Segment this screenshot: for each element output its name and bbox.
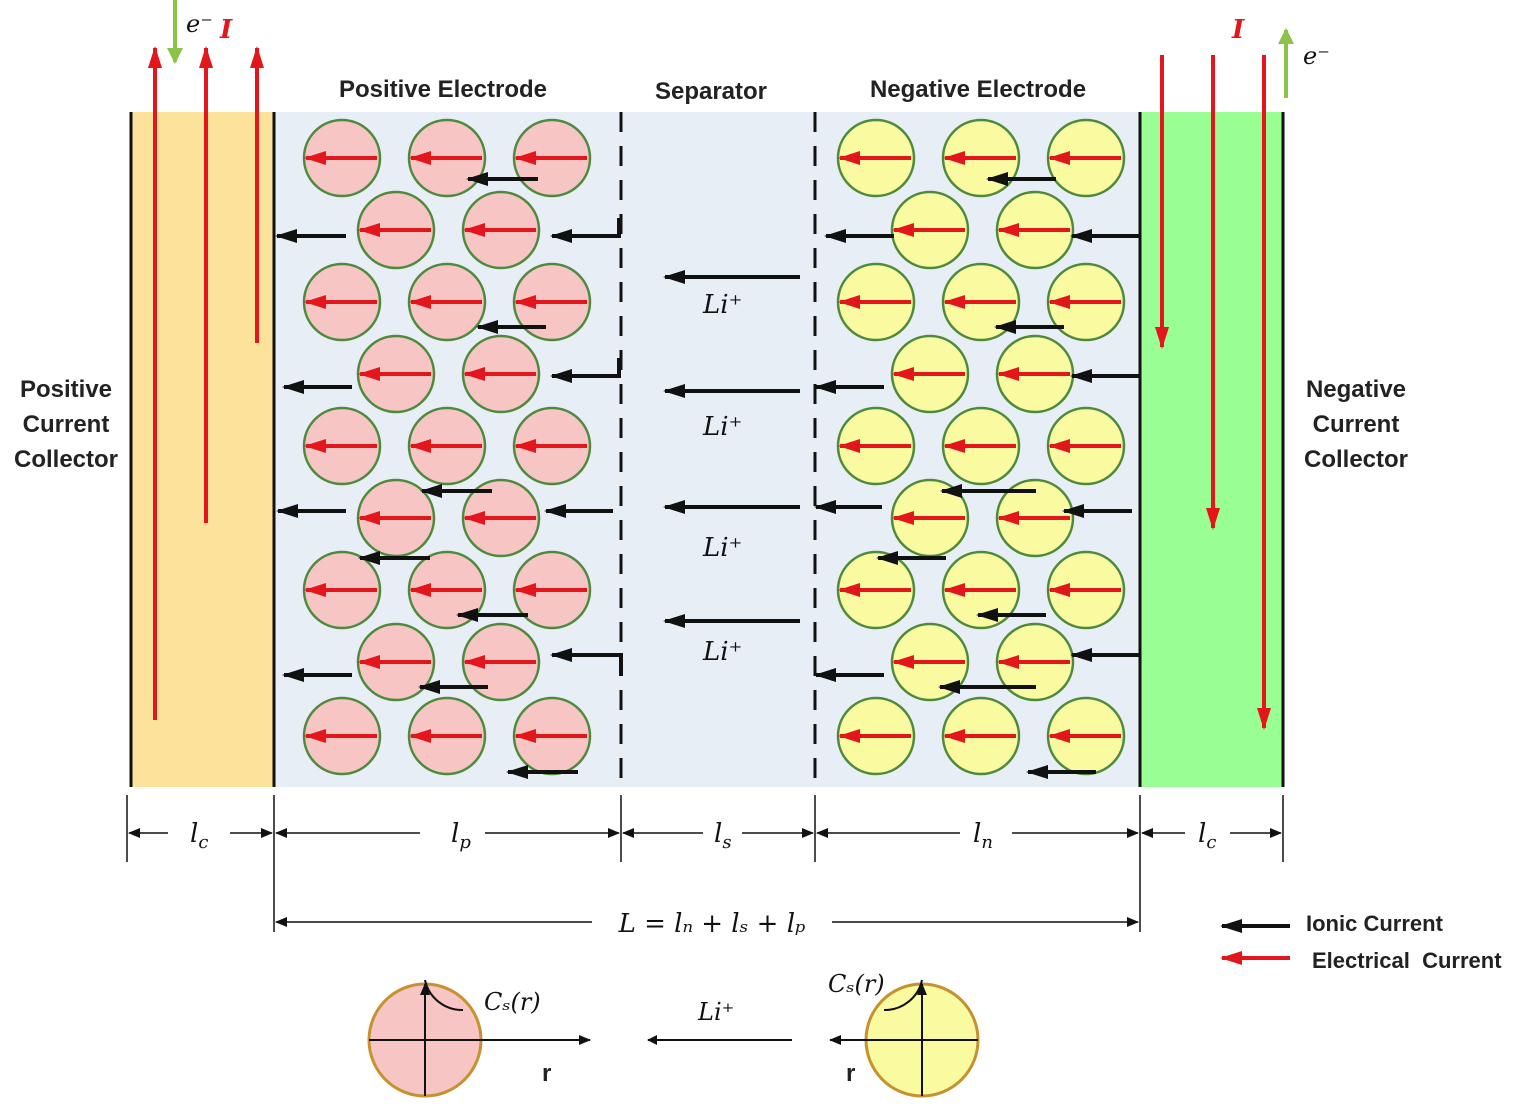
concentration-label: Cₛ(r) <box>484 988 541 1016</box>
lc-right-label: lc <box>1198 819 1216 853</box>
ionic-current-arrow <box>550 358 621 383</box>
lp-label: lp <box>451 819 471 853</box>
negative-collector-label-line1: Negative <box>1306 376 1406 403</box>
positive-electrode-title: Positive Electrode <box>339 76 547 103</box>
positive-collector-label-line3: Collector <box>14 446 118 473</box>
legend: Ionic Current Electrical Current <box>1220 911 1502 973</box>
current-label: I <box>219 15 233 45</box>
dimension-lines <box>126 795 1284 932</box>
negative-collector-label-line2: Current <box>1313 411 1400 438</box>
positive-collector-label-line2: Current <box>23 411 110 438</box>
lc-left-label: lc <box>190 819 208 853</box>
li-ion-label: Li⁺ <box>702 533 742 563</box>
li-ion-label: Li⁺ <box>702 637 742 667</box>
dimension-labels: lc lp ls ln lc L = lₙ + lₛ + lₚ <box>190 819 1216 939</box>
legend-ionic-label: Ionic Current <box>1306 911 1444 936</box>
separator-title: Separator <box>655 78 767 105</box>
ionic-current-arrow <box>550 218 621 243</box>
ln-label: ln <box>973 819 993 853</box>
separator-ion-flow: Li⁺ Li⁺ Li⁺ Li⁺ <box>663 270 800 667</box>
electron-label: e⁻ <box>186 10 213 38</box>
negative-collector-label-line3: Collector <box>1304 446 1408 473</box>
ionic-current-arrow <box>550 648 623 676</box>
positive-collector-current: e⁻ I <box>148 0 264 720</box>
negative-collector-current: I e⁻ <box>1155 15 1330 730</box>
total-length-label: L = lₙ + lₛ + lₚ <box>618 909 806 939</box>
current-label: I <box>1231 15 1245 45</box>
particle-diffusion-schematic: Cₛ(r) r Li⁺ Cₛ(r) r <box>367 970 980 1098</box>
negative-electrode-title: Negative Electrode <box>870 76 1086 103</box>
positive-current-collector-region <box>131 112 274 787</box>
li-ion-label: Li⁺ <box>697 998 734 1026</box>
ls-label: ls <box>714 819 732 853</box>
radial-axis-label: r <box>542 1060 551 1087</box>
li-ion-label: Li⁺ <box>702 412 742 442</box>
legend-electrical-label: Electrical Current <box>1312 948 1502 973</box>
li-ion-label: Li⁺ <box>702 290 742 320</box>
positive-collector-label-line1: Positive <box>20 376 112 403</box>
electron-label: e⁻ <box>1303 42 1330 70</box>
particles-group <box>302 118 1126 776</box>
radial-axis-label: r <box>846 1060 855 1087</box>
ionic-arrows-group <box>275 172 1140 779</box>
concentration-label: Cₛ(r) <box>828 970 885 998</box>
